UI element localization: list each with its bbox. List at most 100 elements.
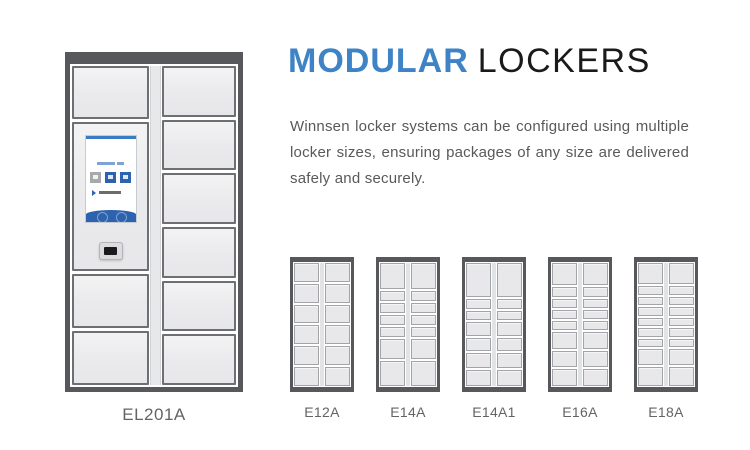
arrow-icon: [91, 189, 96, 196]
locker-door: [411, 338, 436, 359]
locker-door: [466, 299, 491, 309]
model-label: E14A1: [472, 404, 516, 420]
locker-column: [552, 263, 577, 386]
locker-door: [583, 309, 608, 320]
title-secondary: LOCKERS: [477, 42, 651, 80]
locker-door: [497, 263, 522, 298]
locker-door: [325, 263, 350, 282]
barcode-scanner: [98, 241, 123, 260]
locker-door: [552, 263, 577, 286]
locker-graphic-el201a: [65, 52, 243, 392]
locker-door: [162, 227, 236, 278]
locker-door: [294, 346, 319, 366]
model-item: E14A1: [462, 257, 526, 420]
locker-door: [411, 290, 436, 301]
locker-door: [325, 325, 350, 345]
locker-door: [669, 285, 694, 295]
screen-header-bar: [85, 135, 136, 139]
model-label: E18A: [648, 404, 684, 420]
locker-door: [380, 314, 405, 325]
locker-door: [411, 302, 436, 313]
locker-door: [638, 296, 663, 306]
locker-door: [294, 304, 319, 324]
locker-door: [552, 369, 577, 386]
locker-column: [380, 263, 405, 387]
locker-door: [380, 338, 405, 359]
locker-door: [497, 370, 522, 386]
locker-console-panel: [72, 121, 149, 272]
locker-door: [552, 321, 577, 331]
model-list: E12A E14A E14A1 E16A E18A: [290, 257, 698, 420]
screen-title-text: [86, 161, 136, 165]
kiosk-screen: [84, 134, 137, 223]
locker-door: [497, 352, 522, 369]
locker-door: [325, 283, 350, 303]
locker-door: [380, 360, 405, 387]
featured-locker-section: EL201A: [65, 52, 243, 425]
locker-door: [72, 274, 149, 328]
locker-door: [380, 263, 405, 289]
locker-graphic-e18a: [634, 257, 698, 392]
locker-door: [497, 310, 522, 320]
locker-door: [294, 367, 319, 386]
locker-door: [669, 317, 694, 327]
locker-door: [552, 332, 577, 349]
featured-locker-label: EL201A: [122, 405, 186, 424]
description-text: Winnsen locker systems can be configured…: [290, 118, 689, 187]
locker-door: [466, 310, 491, 320]
model-label: E14A: [390, 404, 426, 420]
model-item: E16A: [548, 257, 612, 420]
screen-info-line: [91, 189, 136, 196]
locker-door: [583, 298, 608, 308]
locker-center-divider: [578, 263, 582, 386]
locker-graphic-e14a1: [462, 257, 526, 392]
locker-door: [497, 338, 522, 351]
model-label: E12A: [304, 404, 340, 420]
locker-column: [638, 263, 663, 386]
locker-door: [669, 328, 694, 337]
locker-door: [669, 349, 694, 366]
locker-door: [325, 346, 350, 366]
locker-door: [638, 285, 663, 295]
locker-door: [552, 287, 577, 297]
locker-door: [583, 287, 608, 297]
locker-door: [638, 263, 663, 284]
locker-door: [638, 328, 663, 337]
model-label: E16A: [562, 404, 598, 420]
locker-column: [466, 263, 491, 386]
screen-button-icon: [90, 171, 101, 183]
locker-door: [497, 321, 522, 337]
locker-door: [638, 307, 663, 316]
locker-door: [162, 280, 236, 332]
locker-column: [411, 263, 436, 387]
locker-column: [325, 263, 350, 386]
locker-door: [669, 307, 694, 316]
title-primary: MODULAR: [288, 42, 469, 80]
screen-buttons: [86, 171, 136, 183]
locker-center-divider: [406, 263, 410, 386]
locker-door: [380, 326, 405, 337]
locker-door: [552, 298, 577, 308]
screen-footer-band: [85, 209, 136, 222]
locker-door: [583, 350, 608, 368]
locker-door: [162, 119, 236, 171]
locker-column: [294, 263, 319, 386]
locker-column: [497, 263, 522, 386]
locker-door: [294, 325, 319, 345]
locker-door: [325, 367, 350, 386]
locker-left-column: [72, 66, 149, 385]
locker-column: [669, 263, 694, 386]
locker-door: [638, 349, 663, 366]
locker-door: [411, 314, 436, 325]
locker-door: [497, 299, 522, 309]
locker-door: [466, 321, 491, 337]
locker-door: [380, 302, 405, 313]
locker-door: [294, 283, 319, 303]
locker-door: [162, 334, 236, 386]
locker-graphic-e16a: [548, 257, 612, 392]
locker-graphic-e14a: [376, 257, 440, 392]
locker-door: [325, 304, 350, 324]
locker-door: [72, 66, 149, 119]
